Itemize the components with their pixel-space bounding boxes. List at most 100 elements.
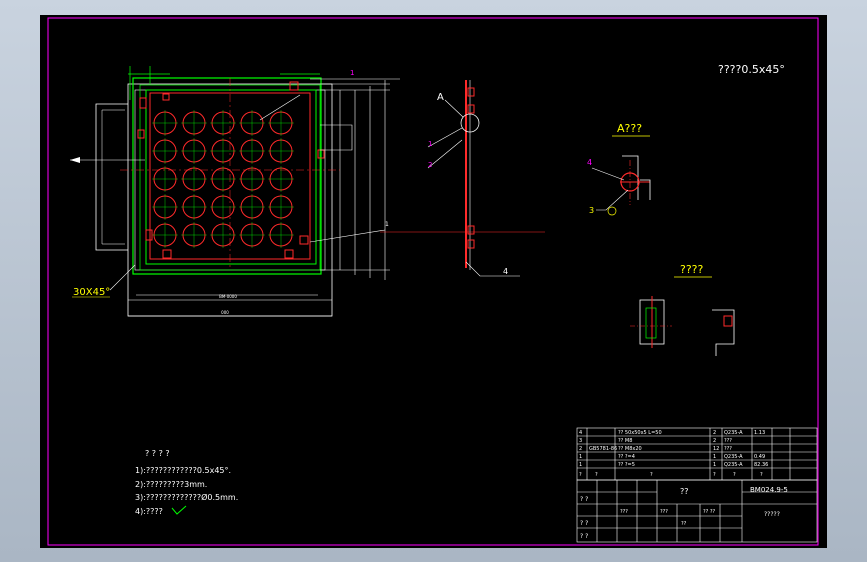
bom-cell-no: 2 [579, 446, 582, 452]
check-mark-icon [171, 505, 187, 515]
bom-header-qty: ? [713, 472, 716, 478]
left-dim-arrow [70, 157, 80, 163]
leader-br [309, 229, 386, 243]
outer-frame [47, 17, 819, 546]
bom-header: ? ? ? ? ? ? [579, 472, 763, 478]
bom-cell-qty: 1 [713, 454, 716, 460]
bom-cell-qty: 1 [713, 462, 716, 468]
bom-cell-no: 4 [579, 430, 582, 436]
leader-1 [259, 94, 301, 121]
balloon-side-2: 2 [428, 161, 432, 169]
bom-cell-name: ?? ?=5 [618, 462, 635, 468]
balloon-a-4: 4 [587, 158, 592, 167]
side-bottom-leader [465, 261, 520, 277]
balloon-title-1: 1 [385, 221, 389, 228]
balloon-a-3: 3 [589, 206, 594, 215]
leader-side-2 [427, 139, 463, 169]
right-dimensions [320, 80, 390, 280]
chamfer-label: 30X45° [73, 287, 110, 298]
hole-grid [152, 110, 294, 248]
leader-side-1 [427, 127, 463, 148]
title-row-label-1: ? ? [580, 520, 588, 527]
detail-a-weld [607, 206, 617, 216]
leader-bl [109, 264, 136, 291]
section-b-title: ???? [680, 263, 704, 276]
note-4: 4):???? [135, 507, 163, 516]
note-3: 3):?????????????Ø0.5mm. [135, 492, 238, 502]
bom-cell-name: ?? 50x50x5 L=50 [618, 430, 662, 436]
bom-cell-mat: Q235-A [724, 430, 743, 436]
drawing-number: BM024.9-5 [750, 486, 788, 494]
slot-r1 [299, 235, 309, 245]
slot-l3 [145, 229, 153, 241]
green-frame-1 [132, 77, 322, 275]
note-1: 1):????????????0.5x45°. [135, 466, 231, 475]
bom-cell-no: 1 [579, 462, 582, 468]
note-2: 2):?????????3mm. [135, 480, 207, 489]
top-dimensions [128, 66, 320, 100]
bom-cell-mat: Q235-A [724, 454, 743, 460]
detail-b-red-slot [723, 315, 733, 327]
slot-bl [162, 249, 172, 259]
balloon-1: 1 [350, 69, 354, 77]
detail-b-angle [712, 309, 735, 356]
bom-cell-mat: ??? [724, 438, 732, 444]
bom-cell-qty: 2 [713, 430, 716, 436]
bom-cell-name: ?? ?=4 [618, 454, 635, 460]
side-slot-3 [467, 225, 475, 235]
section-a-title: A??? [617, 122, 642, 135]
title-row-label-2: ? ? [580, 533, 588, 540]
title-cell-3: ?? [681, 521, 687, 527]
side-slot-1 [467, 87, 475, 97]
green-frame-2 [145, 89, 317, 265]
bom-cell-qty: 2 [713, 438, 716, 444]
part-name: ?? [680, 487, 689, 496]
side-slot-4 [467, 239, 475, 249]
bom-cell-no: 3 [579, 438, 582, 444]
title-cell-1: ??? [620, 509, 628, 515]
drawing-sheet [40, 15, 827, 548]
title-cell-2: ??? [660, 509, 668, 515]
slot-l2 [137, 129, 145, 139]
bottom-dimensions [128, 294, 332, 317]
bom-cell-name: ?? M8 [618, 438, 632, 444]
bottom-dim-text-1: BM-0000 [219, 294, 237, 299]
bom-cell-code: GB5781-86 [589, 446, 617, 452]
section-b-detail [630, 296, 735, 356]
slot-t2 [162, 93, 170, 101]
bom-cell-mat: ??? [724, 446, 732, 452]
left-bracket [95, 103, 128, 251]
technical-notes: ? ? ? ? 1):????????????0.5x45°. 2):?????… [135, 449, 238, 516]
bom-header-wt: ? [760, 472, 763, 478]
bom-header-code: ? [595, 472, 598, 478]
label-a: A [437, 92, 444, 103]
detail-a-leader-4 [591, 167, 625, 181]
title-cell-4: ?? ?? [703, 509, 716, 515]
detail-a-circle [460, 113, 480, 133]
balloon-side-1: 1 [428, 140, 432, 148]
detail-b-green [645, 307, 657, 339]
bom-cell-wt: 1.13 [754, 430, 765, 436]
bom-cell-wt: 82.36 [754, 462, 768, 468]
left-bracket-inner [101, 109, 125, 245]
title-row-label-3: ? ? [580, 496, 588, 503]
main-plan-view: BM-0000 000 [70, 66, 400, 317]
bom-cell-no: 1 [579, 454, 582, 460]
top-right-note: ????0.5x45° [718, 63, 785, 76]
bom-cell-qty: 12 [713, 446, 719, 452]
drawing-title: ????? [764, 511, 780, 518]
bottom-dim-text-2: 000 [221, 310, 229, 315]
leader-a [444, 99, 464, 118]
bom-cell-mat: Q235-A [724, 462, 743, 468]
side-slot-2 [467, 104, 475, 114]
section-a-detail [591, 155, 651, 216]
bom-header-mat: ? [733, 472, 736, 478]
side-section [380, 80, 545, 277]
notes-title: ? ? ? ? [145, 449, 170, 458]
bom-header-no: ? [579, 472, 582, 478]
slot-br [284, 249, 294, 259]
slot-tl [139, 97, 147, 109]
detail-a-angle [640, 179, 651, 200]
